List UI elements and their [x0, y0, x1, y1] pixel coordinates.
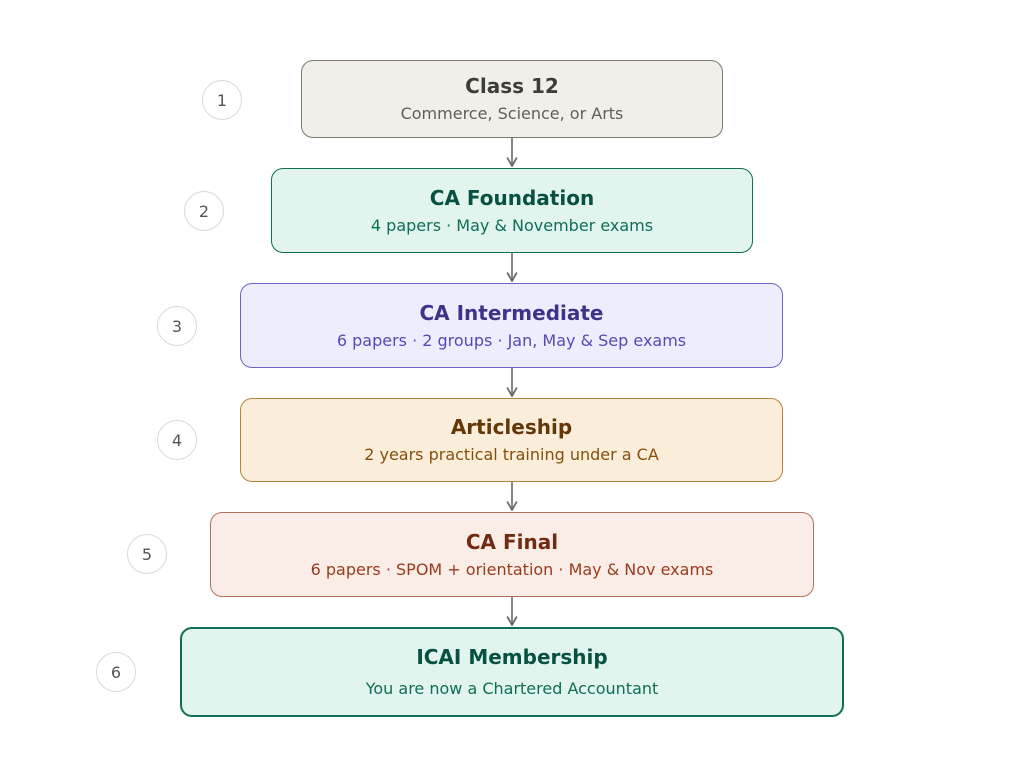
stage-title: CA Foundation: [429, 185, 595, 210]
stage-title: Class 12: [465, 74, 559, 98]
step-number-4: 4: [157, 420, 197, 460]
step-number-5: 5: [127, 534, 167, 574]
stage-subtitle: 6 papers · 2 groups · Jan, May & Sep exa…: [336, 330, 687, 350]
stage-articleship: Articleship 2 years practical training u…: [240, 398, 783, 482]
stage-ca-foundation: CA Foundation 4 papers · May & November …: [271, 168, 753, 253]
stage-ca-intermediate: CA Intermediate 6 papers · 2 groups · Ja…: [240, 283, 783, 368]
stage-title: CA Final: [465, 529, 559, 554]
step-number-1: 1: [202, 80, 242, 120]
stage-class-12: Class 12 Commerce, Science, or Arts: [301, 60, 723, 138]
stage-subtitle: Commerce, Science, or Arts: [400, 104, 624, 123]
stage-subtitle: You are now a Chartered Accountant: [365, 679, 659, 698]
stage-subtitle: 4 papers · May & November exams: [370, 215, 654, 235]
step-number-3: 3: [157, 306, 197, 346]
stage-title: Articleship: [450, 415, 573, 439]
step-number-6: 6: [96, 652, 136, 692]
stage-icai-membership: ICAI Membership You are now a Chartered …: [180, 627, 844, 717]
stage-subtitle: 6 papers · SPOM + orientation · May & No…: [310, 559, 714, 579]
stage-subtitle: 2 years practical training under a CA: [364, 445, 659, 464]
stage-title: CA Intermediate: [419, 300, 604, 325]
step-number-2: 2: [184, 191, 224, 231]
stage-ca-final: CA Final 6 papers · SPOM + orientation ·…: [210, 512, 814, 597]
stage-title: ICAI Membership: [416, 645, 608, 669]
